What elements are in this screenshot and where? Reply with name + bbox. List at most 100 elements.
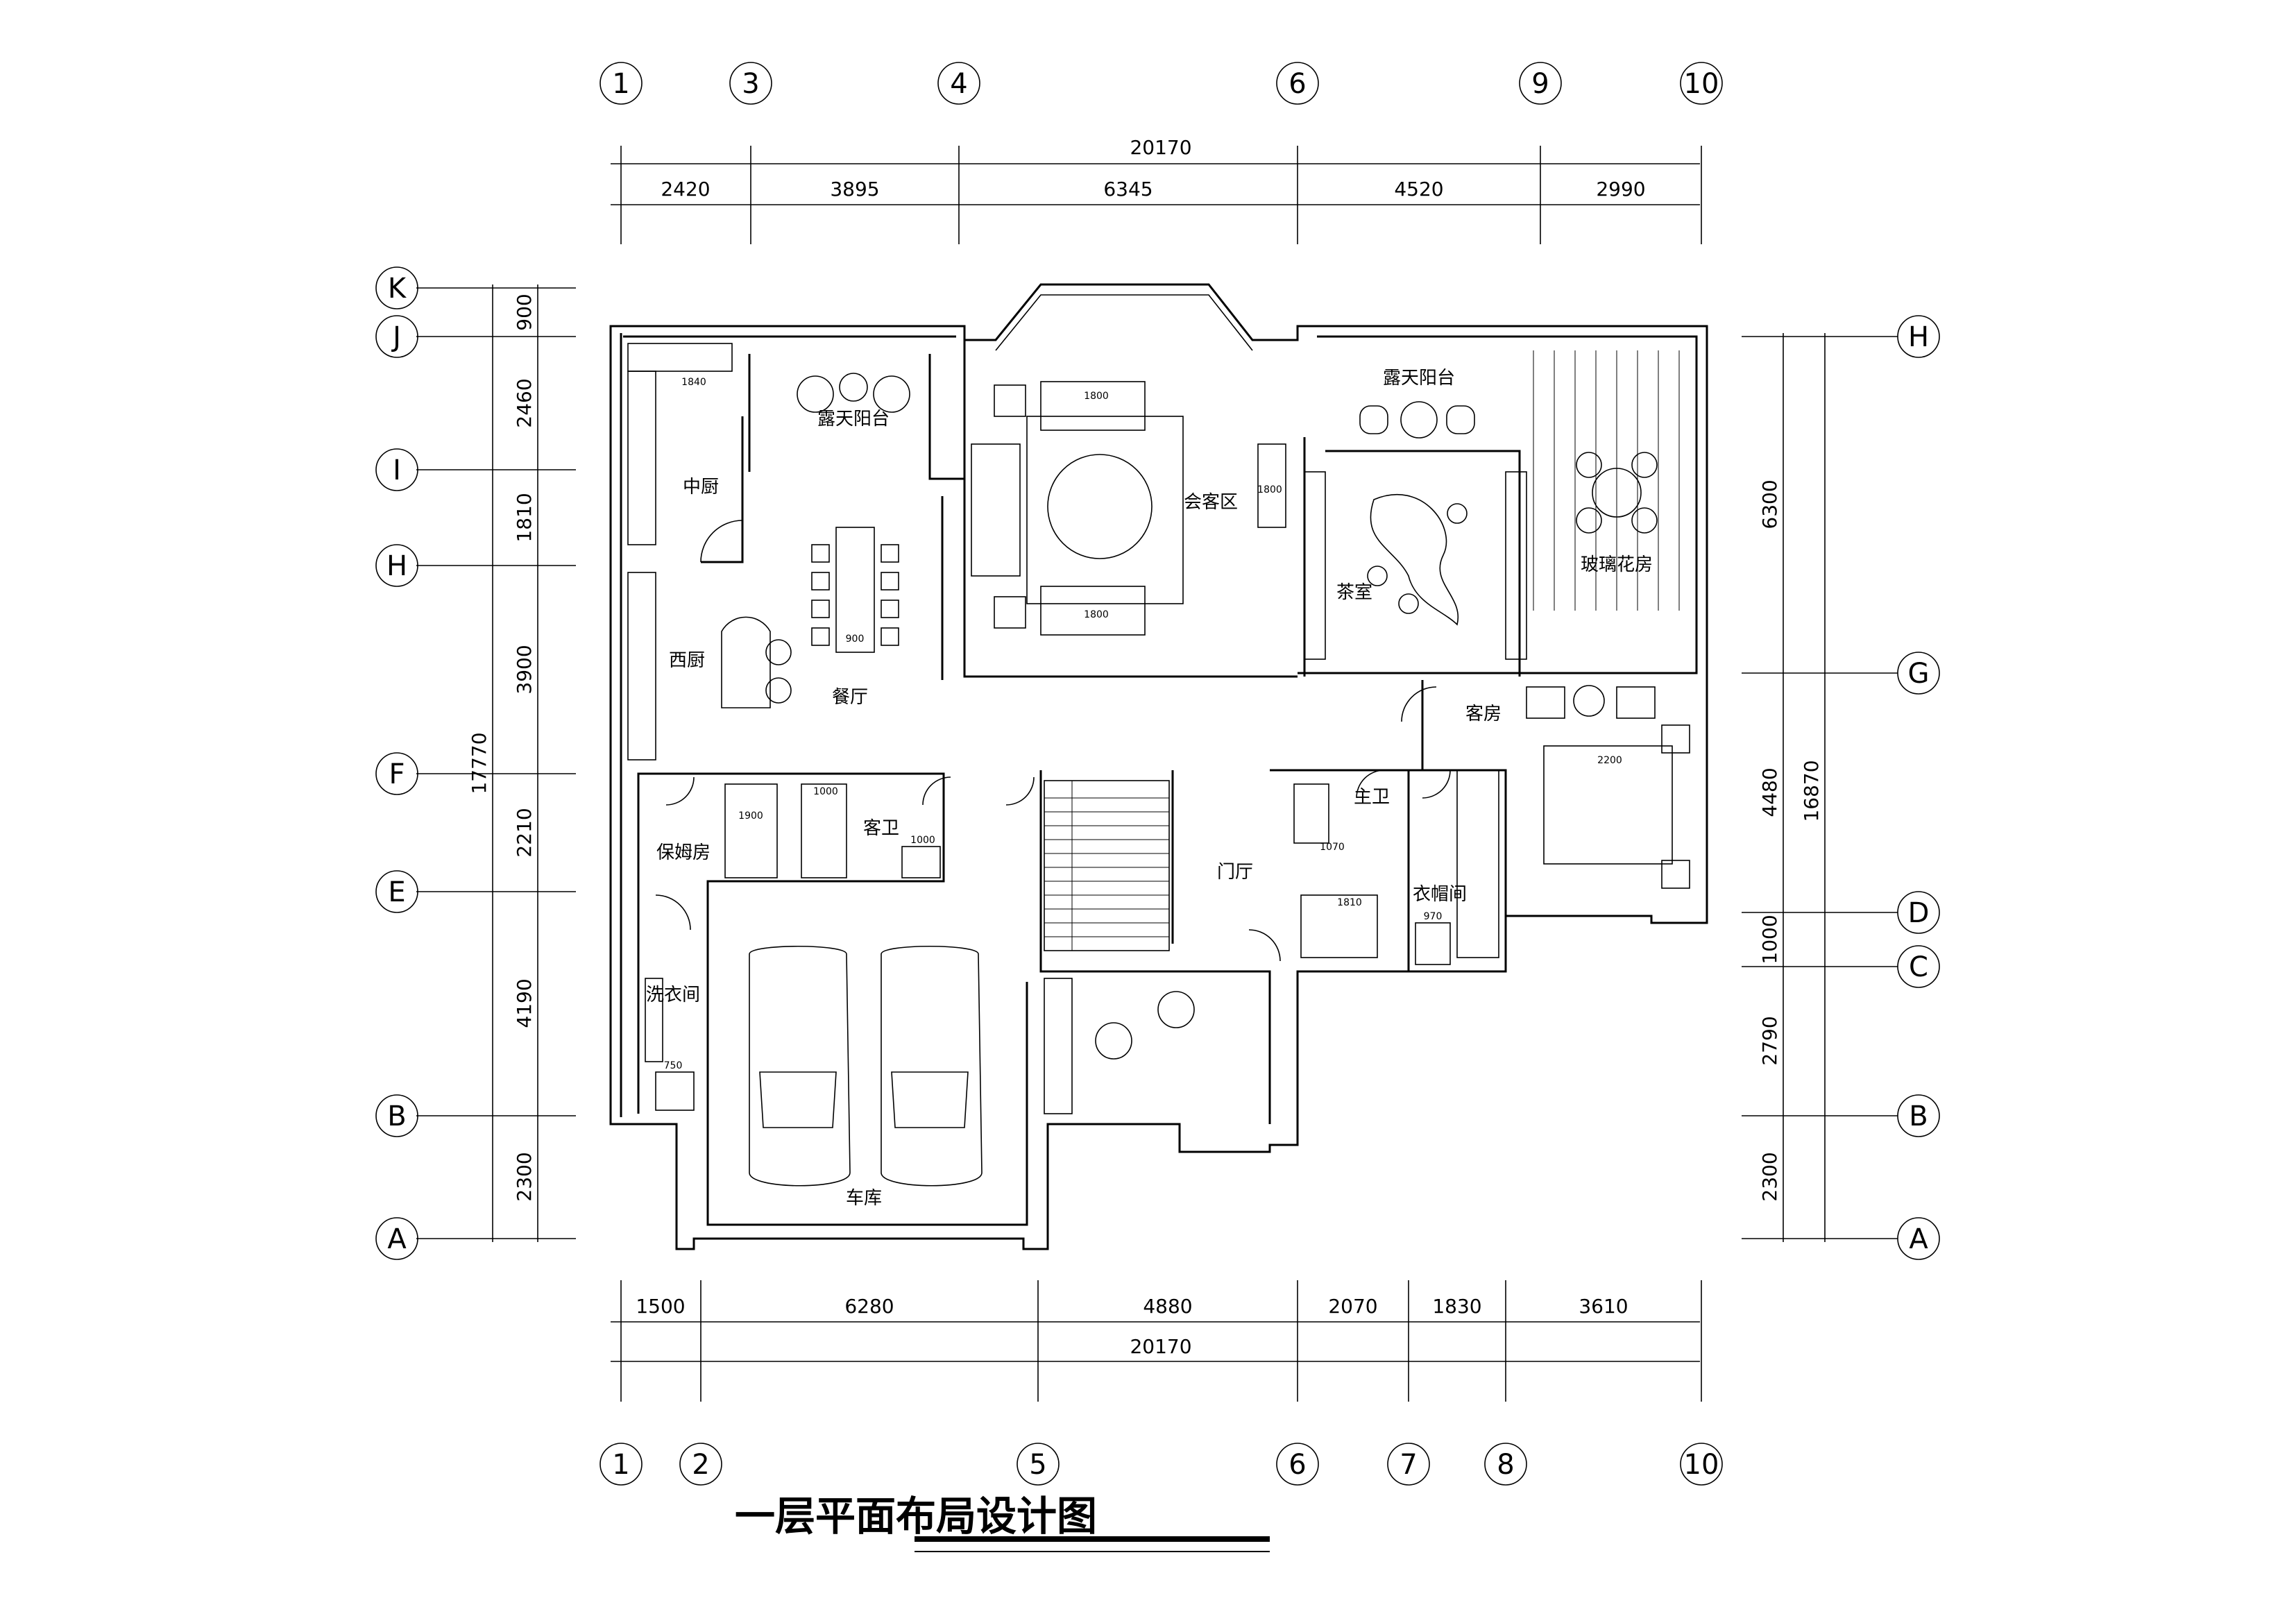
guest-room-furniture: 2200 — [1526, 685, 1690, 889]
room-western-kitchen: 西厨 — [669, 650, 705, 671]
top-axis-markers: 1 3 4 6 9 10 — [599, 62, 1723, 105]
staircase — [1044, 780, 1170, 951]
top-dimensions: 20170 2420 3895 6345 4520 2990 — [611, 136, 1702, 244]
room-labels: 中厨 露天阳台 西厨 餐厅 会客区 露天阳台 茶室 玻璃花房 客房 保姆房 客卫… — [646, 368, 1653, 1209]
axis-top-10: 10 — [1684, 68, 1719, 100]
nanny-bed-dim: 1900 — [738, 810, 763, 822]
plan-title: 一层平面布局设计图 — [735, 1493, 1097, 1540]
axis-left-E: E — [388, 876, 405, 908]
room-foyer: 门厅 — [1217, 862, 1253, 883]
bottom-dim-4: 2070 — [1328, 1295, 1377, 1318]
bottom-dim-5: 1830 — [1432, 1295, 1481, 1318]
axis-top-4: 4 — [950, 68, 967, 100]
left-dim-5: 2210 — [513, 808, 536, 857]
right-total-dim: 16870 — [1800, 760, 1823, 822]
left-dim-1: 900 — [513, 294, 536, 330]
room-guest-bath: 客卫 — [863, 818, 899, 839]
right-axis-markers: H G D C B A — [1897, 315, 1940, 1260]
right-dim-1: 6300 — [1758, 479, 1781, 529]
right-dim-2: 4480 — [1758, 767, 1781, 817]
kitchen-furniture: 1840 — [627, 343, 792, 760]
left-dim-6: 4190 — [513, 978, 536, 1028]
axis-left-J: J — [391, 321, 401, 353]
axis-right-C: C — [1909, 951, 1928, 983]
room-terrace-left: 露天阳台 — [817, 409, 890, 430]
glass-garden-furniture — [1533, 350, 1680, 611]
living-furniture: 1800 1800 1800 — [971, 381, 1286, 636]
nanny-room-furniture: 1900 — [724, 783, 778, 878]
top-dim-4: 4520 — [1394, 178, 1443, 201]
axis-left-H: H — [386, 550, 407, 582]
laundry-furniture: 750 — [645, 978, 695, 1111]
building-walls — [609, 283, 1708, 1250]
doors — [655, 520, 1451, 962]
top-dim-2: 3895 — [830, 178, 879, 201]
room-tea: 茶室 — [1336, 582, 1372, 603]
room-closet: 衣帽间 — [1413, 884, 1467, 905]
bottom-dim-1: 1500 — [636, 1295, 685, 1318]
axis-right-B: B — [1909, 1101, 1928, 1132]
room-kitchen-center: 中厨 — [683, 477, 719, 498]
top-dim-1: 2420 — [661, 178, 710, 201]
bottom-total-dim: 20170 — [1130, 1335, 1191, 1358]
guest-bath-dim-a: 1000 — [813, 786, 838, 797]
room-nanny: 保姆房 — [656, 842, 711, 863]
tea-room-furniture — [1304, 471, 1527, 660]
guest-bath-furniture: 1000 1000 — [801, 783, 941, 878]
left-total-dim: 17770 — [468, 732, 491, 794]
axis-left-K: K — [388, 273, 407, 305]
room-master-bath: 主卫 — [1354, 787, 1390, 808]
sofa-top-dim: 1800 — [1084, 391, 1109, 402]
top-dim-3: 6345 — [1103, 178, 1153, 201]
axis-top-9: 9 — [1531, 68, 1549, 100]
axis-bottom-10: 10 — [1684, 1449, 1719, 1481]
axis-top-1: 1 — [612, 68, 629, 100]
master-bath-furniture: 1070 1810 — [1293, 783, 1378, 958]
kitchen-counter-dim: 1840 — [681, 377, 706, 388]
master-bath-dim-b: 1810 — [1337, 897, 1362, 908]
axis-bottom-2: 2 — [692, 1449, 709, 1481]
axis-right-G: G — [1908, 658, 1930, 690]
axis-left-A: A — [387, 1223, 407, 1255]
bottom-dim-3: 4880 — [1143, 1295, 1192, 1318]
left-dim-7: 2300 — [513, 1152, 536, 1201]
terrace-left-furniture — [797, 373, 910, 413]
axis-bottom-7: 7 — [1400, 1449, 1417, 1481]
bottom-dim-6: 3610 — [1579, 1295, 1628, 1318]
room-laundry: 洗衣间 — [646, 985, 700, 1005]
garage-cars — [749, 945, 983, 1187]
dining-furniture: 900 — [811, 527, 899, 653]
bottom-dimensions: 1500 6280 4880 2070 1830 3610 20170 — [611, 1280, 1702, 1402]
closet-furniture: 970 — [1415, 770, 1499, 965]
drawing-title: 一层平面布局设计图 — [735, 1493, 1270, 1552]
closet-dim: 970 — [1424, 911, 1443, 922]
axis-left-I: I — [393, 454, 401, 486]
axis-bottom-1: 1 — [612, 1449, 629, 1481]
left-dimensions: 17770 900 2460 1810 3900 2210 4190 2300 — [416, 284, 576, 1242]
left-dim-4: 3900 — [513, 645, 536, 694]
room-living: 会客区 — [1184, 492, 1238, 513]
left-dim-2: 2460 — [513, 378, 536, 427]
axis-bottom-5: 5 — [1029, 1449, 1046, 1481]
top-dim-5: 2990 — [1596, 178, 1645, 201]
right-dim-4: 2790 — [1758, 1016, 1781, 1065]
guest-bed-dim: 2200 — [1597, 755, 1622, 766]
room-terrace-right: 露天阳台 — [1383, 368, 1455, 389]
right-dim-5: 2300 — [1758, 1152, 1781, 1201]
axis-right-D: D — [1908, 897, 1930, 929]
guest-bath-dim-b: 1000 — [910, 835, 935, 846]
room-garage: 车库 — [846, 1188, 882, 1209]
right-dim-3: 1000 — [1758, 915, 1781, 964]
bottom-axis-markers: 1 2 5 6 7 8 10 — [599, 1443, 1723, 1486]
axis-bottom-8: 8 — [1497, 1449, 1514, 1481]
master-bath-dim-a: 1070 — [1320, 842, 1345, 853]
left-dim-3: 1810 — [513, 493, 536, 542]
foyer-furniture — [1044, 978, 1195, 1114]
laundry-dim: 750 — [664, 1060, 683, 1071]
left-axis-markers: K J I H F E B A — [375, 266, 418, 1260]
sofa-bottom-dim: 1800 — [1084, 609, 1109, 620]
axis-top-3: 3 — [742, 68, 759, 100]
bottom-dim-2: 6280 — [844, 1295, 894, 1318]
room-dining: 餐厅 — [832, 687, 868, 708]
